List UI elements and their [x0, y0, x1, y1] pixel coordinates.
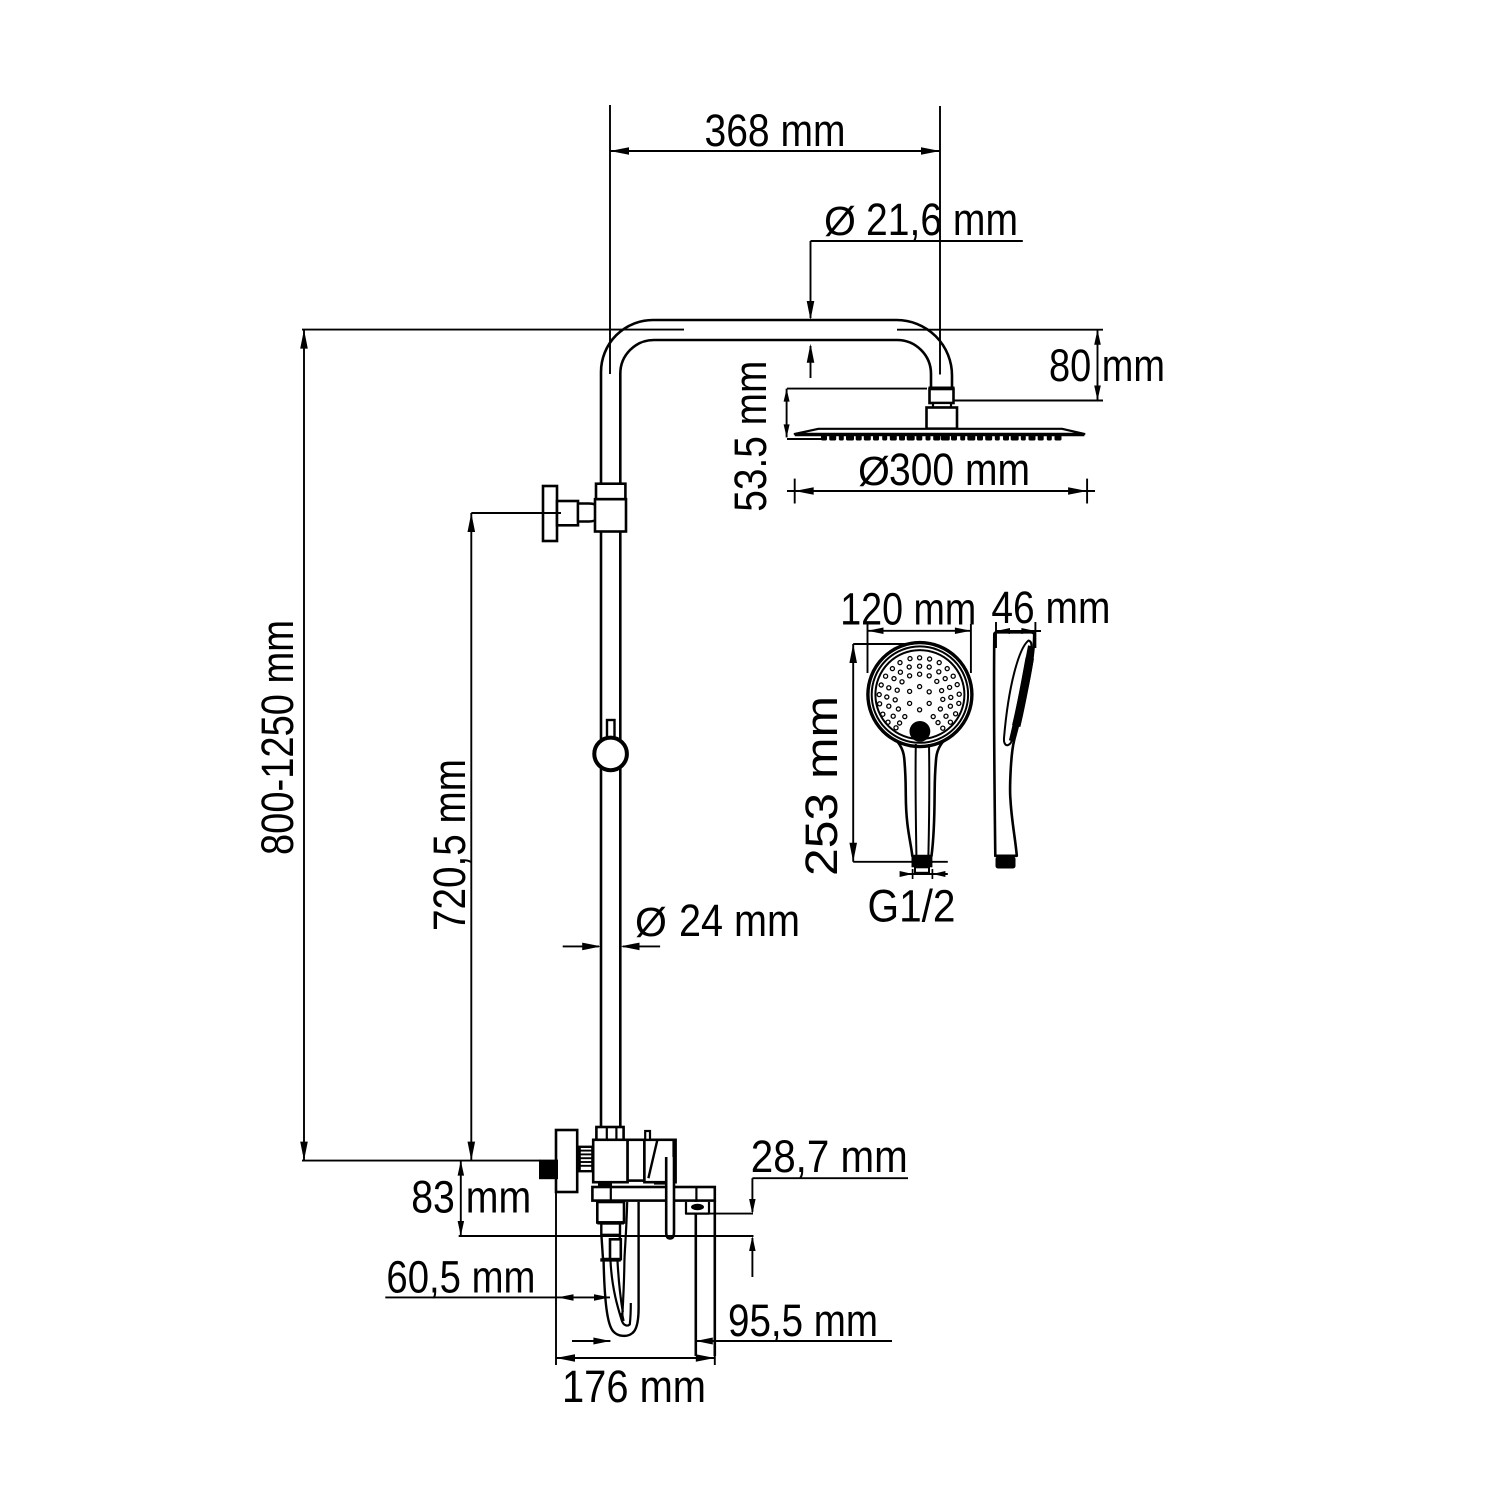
- svg-text:300 mm: 300 mm: [889, 444, 1030, 495]
- svg-text:368 mm: 368 mm: [705, 105, 846, 156]
- svg-text:28,7 mm: 28,7 mm: [751, 1131, 908, 1182]
- svg-text:95,5 mm: 95,5 mm: [728, 1295, 878, 1346]
- svg-text:46 mm: 46 mm: [991, 582, 1110, 633]
- svg-text:24 mm: 24 mm: [679, 895, 800, 946]
- svg-text:53.5 mm: 53.5 mm: [725, 361, 776, 512]
- svg-text:253 mm: 253 mm: [796, 696, 847, 876]
- svg-text:G1/2: G1/2: [868, 880, 956, 931]
- svg-text:60,5 mm: 60,5 mm: [386, 1252, 535, 1303]
- svg-text:176 mm: 176 mm: [562, 1361, 706, 1412]
- svg-text:80 mm: 80 mm: [1049, 340, 1165, 391]
- svg-text:120 mm: 120 mm: [840, 584, 976, 635]
- svg-text:Ø: Ø: [635, 899, 667, 945]
- svg-text:720,5 mm: 720,5 mm: [424, 759, 475, 931]
- svg-text:800-1250 mm: 800-1250 mm: [252, 620, 303, 855]
- svg-text:Ø: Ø: [858, 448, 890, 494]
- svg-text:Ø: Ø: [824, 198, 856, 244]
- svg-text:21,6 mm: 21,6 mm: [866, 194, 1018, 245]
- svg-text:83 mm: 83 mm: [411, 1171, 531, 1222]
